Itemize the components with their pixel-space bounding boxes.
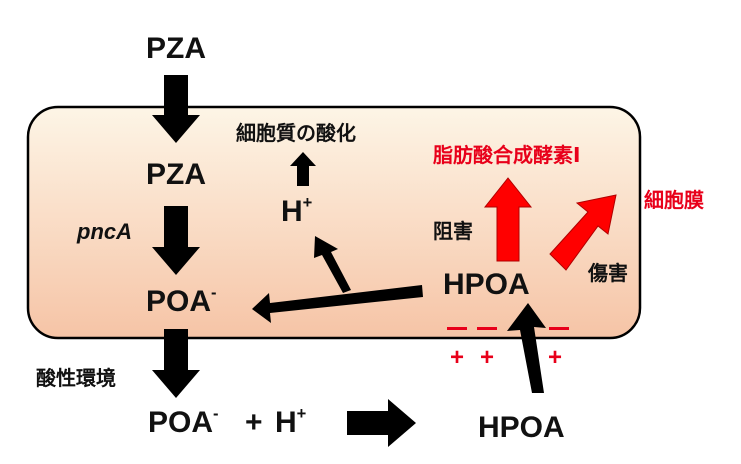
h-inside-charge: + — [302, 193, 313, 212]
arrow-hpoa-reentry — [507, 303, 546, 393]
arrow-pnca-conversion — [152, 206, 200, 275]
label-hpoa-inside: HPOA — [443, 268, 530, 301]
label-pza-inside: PZA — [146, 158, 206, 191]
poa-outside-charge: - — [213, 404, 219, 423]
label-plus-sign: + — [245, 406, 263, 439]
label-pza-outside: PZA — [146, 32, 206, 65]
membrane-negative-1 — [447, 327, 467, 330]
membrane-positive-3: + — [548, 344, 563, 371]
arrow-poa-efflux — [152, 329, 200, 398]
label-acidic-environment: 酸性環境 — [36, 366, 116, 390]
arrow-hpoa-to-poa — [252, 285, 423, 323]
label-hpoa-outside: HPOA — [478, 411, 565, 444]
label-cell-membrane: 細胞膜 — [644, 188, 704, 212]
arrow-cytoplasm-acidification — [290, 152, 316, 186]
h-outside-text: H — [275, 406, 297, 439]
label-inhibition: 阻害 — [433, 219, 473, 243]
label-pnca: pncA — [77, 219, 132, 244]
membrane-positive-1: + — [450, 344, 465, 371]
membrane-negative-3 — [549, 327, 569, 330]
arrow-protonation — [347, 399, 416, 447]
label-poa-minus-outside: POA- — [148, 404, 219, 439]
arrow-pza-entry — [152, 75, 200, 143]
label-h-plus-inside: H+ — [281, 193, 313, 228]
arrow-inhibit-fas — [483, 177, 533, 262]
poa-charge: - — [211, 283, 217, 302]
arrow-branch-to-h — [314, 236, 351, 293]
poa-outside-text: POA — [148, 406, 214, 439]
membrane-positive-2: + — [480, 344, 495, 371]
label-h-plus-outside: H+ — [275, 404, 307, 439]
arrow-damage-membrane — [549, 194, 617, 271]
h-inside-text: H — [281, 195, 303, 228]
label-damage: 傷害 — [588, 261, 628, 285]
poa-text: POA — [146, 285, 212, 318]
label-poa-minus-inside: POA- — [146, 283, 217, 318]
h-outside-charge: + — [296, 404, 307, 423]
bacterial-cell — [26, 105, 642, 340]
label-fatty-acid-synthase: 脂肪酸合成酵素I — [433, 143, 581, 167]
membrane-negative-2 — [477, 327, 497, 330]
label-cytoplasm-acidification: 細胞質の酸化 — [236, 121, 356, 145]
